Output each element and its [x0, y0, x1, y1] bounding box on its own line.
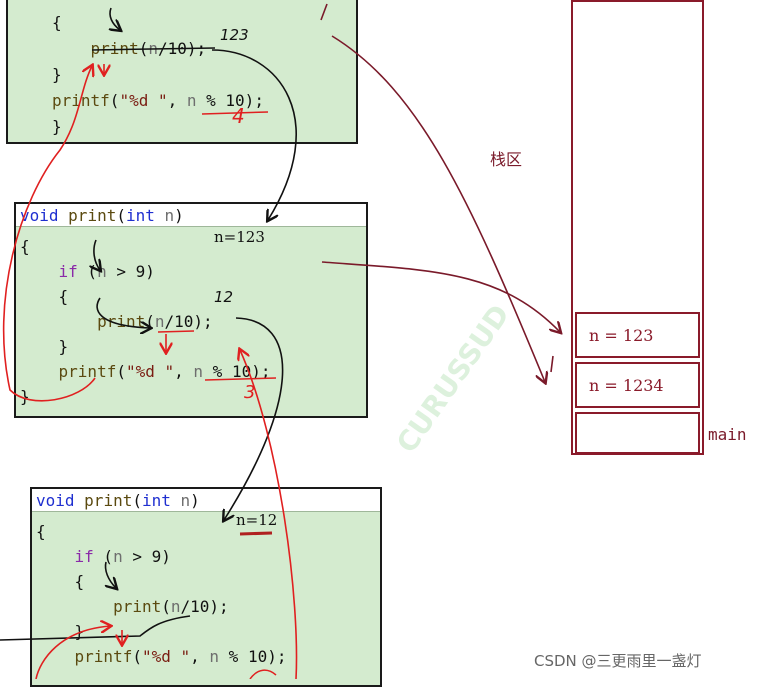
code-line: {	[36, 519, 286, 544]
code-line: {	[20, 234, 270, 259]
frame2-header-bar	[16, 204, 366, 227]
frame3-code: { if (n > 9) { print(n/10); } printf("%d…	[36, 519, 286, 669]
code-token: printf	[58, 362, 117, 381]
code-line: }	[20, 384, 270, 409]
code-line: printf("%d ", n % 10);	[20, 359, 271, 384]
code-token: if	[74, 547, 94, 566]
code-token: (	[161, 597, 171, 616]
code-token: {	[20, 237, 30, 256]
code-token: void	[20, 206, 59, 225]
code-token: n	[180, 491, 191, 510]
code-token: }	[52, 117, 62, 136]
code-line: printf("%d ", n % 10);	[36, 644, 287, 669]
code-token: n	[193, 362, 204, 381]
code-token: }	[36, 622, 85, 641]
code-token: "%d "	[119, 91, 168, 110]
csdn-credit: CSDN @三更雨里一盏灯	[534, 652, 702, 670]
stack-region	[571, 0, 704, 455]
arrow-frame2-to-stack	[321, 261, 560, 332]
code-token: n	[170, 597, 181, 616]
stack-frame-n-123: n = 123	[575, 312, 700, 358]
return-arrow-frame3-to-frame2	[240, 350, 298, 679]
code-token: {	[36, 572, 85, 591]
code-frame-1: { print(n/10);}printf("%d ", n % 10);}	[6, 0, 358, 144]
code-token: n	[209, 647, 220, 666]
code-token: ,	[174, 362, 194, 381]
code-token: (	[132, 491, 142, 510]
frame1-code: { print(n/10);}printf("%d ", n % 10);}	[52, 10, 264, 140]
code-token: % 10);	[203, 362, 271, 381]
code-line: if (n > 9)	[36, 544, 286, 569]
code-token: void	[36, 491, 75, 510]
arrow-call-to-frame2	[211, 49, 297, 220]
code-token: )	[174, 206, 184, 225]
code-line: print(n/10);	[36, 594, 286, 619]
code-token: (	[132, 647, 142, 666]
code-token: print	[84, 491, 133, 510]
frame3-header-bar	[32, 489, 380, 512]
code-token: }	[20, 337, 69, 356]
code-token: /10);	[180, 597, 229, 616]
code-token: ,	[167, 91, 187, 110]
code-token: > 9)	[122, 547, 171, 566]
frame2-annot-12: 12	[214, 288, 234, 306]
code-token: int	[141, 491, 171, 510]
stack-main-label: main	[708, 425, 747, 444]
code-token: "%d "	[125, 362, 175, 381]
stack-region-label: 栈区	[490, 150, 523, 169]
stack-frame-n-1234: n = 1234	[575, 362, 700, 408]
code-token: n	[186, 91, 197, 110]
code-token: printf	[74, 647, 133, 666]
code-line: {	[36, 569, 286, 594]
arrow-call-1	[110, 7, 120, 30]
code-token: ,	[190, 647, 210, 666]
code-token: (	[109, 91, 120, 110]
arrow-frame1-to-stack	[331, 35, 545, 382]
code-token: % 10);	[196, 91, 264, 110]
code-token: n	[154, 312, 165, 331]
code-token: {	[36, 522, 46, 541]
frame2-annot-n: n=123	[214, 228, 265, 246]
code-token: }	[20, 387, 30, 406]
code-token: print	[68, 206, 117, 225]
code-token: print	[90, 39, 139, 58]
code-token: )	[190, 491, 200, 510]
code-token: "%d "	[141, 647, 191, 666]
frame3-header: void print(int n)	[36, 493, 200, 509]
code-token: }	[52, 65, 62, 84]
code-token: > 9)	[106, 262, 155, 281]
frame1-annot-4: 4	[232, 104, 245, 128]
stack-frame-main	[575, 412, 700, 454]
frame1-annot-123: 123	[220, 26, 249, 44]
frame2-annot-3: 3	[244, 382, 256, 403]
code-line: {	[20, 284, 270, 309]
code-line: }	[52, 114, 264, 140]
code-token: print	[113, 597, 162, 616]
code-token: (	[116, 362, 126, 381]
code-token: n	[113, 547, 123, 566]
arrow-call-to-frame3	[224, 317, 284, 520]
return-arrow-frame2-to-frame1	[2, 66, 96, 402]
frame3-annot-n: n=12	[236, 511, 278, 529]
code-token: % 10);	[219, 647, 287, 666]
code-token: if	[58, 262, 78, 281]
code-line: }	[36, 619, 286, 644]
frame2-header: void print(int n)	[20, 208, 184, 224]
code-token: {	[20, 287, 69, 306]
code-token: (	[93, 547, 114, 566]
code-frame-3: void print(int n) { if (n > 9) { print(n…	[30, 487, 382, 687]
code-token: /10);	[164, 312, 213, 331]
code-token: {	[52, 13, 62, 32]
code-token: n	[164, 206, 175, 225]
code-token: int	[125, 206, 155, 225]
code-line: }	[20, 334, 270, 359]
code-token: (	[116, 206, 126, 225]
code-line: {	[52, 10, 264, 36]
code-line: }	[52, 62, 264, 88]
